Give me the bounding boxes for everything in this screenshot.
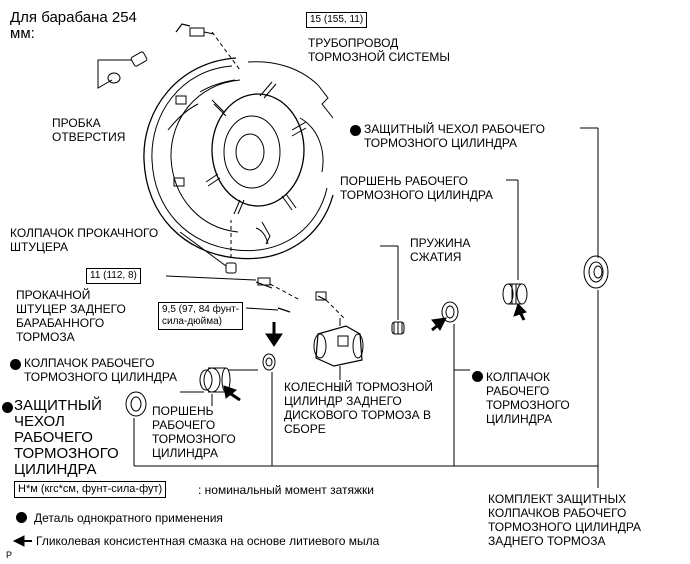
left-parts bbox=[125, 322, 283, 417]
torque-pipe: 15 (155, 11) bbox=[306, 12, 368, 28]
label-cylinder-cap-right: КОЛПАЧОК РАБОЧЕГО ТОРМОЗНОГО ЦИЛИНДРА bbox=[486, 370, 570, 426]
label-hole-plug: ПРОБКА ОТВЕРСТИЯ bbox=[52, 116, 126, 144]
bleeder-parts bbox=[165, 220, 345, 319]
legend-single-use-text: Деталь однократного применения bbox=[34, 511, 223, 525]
single-use-dot-icon bbox=[350, 125, 361, 136]
label-kit: КОМПЛЕКТ ЗАЩИТНЫХ КОЛПАЧКОВ РАБОЧЕГО ТОР… bbox=[488, 492, 642, 548]
single-use-dot-icon bbox=[472, 371, 483, 382]
label-boot-left: ЗАЩИТНЫЙ ЧЕХОЛ РАБОЧЕГО ТОРМОЗНОГО ЦИЛИН… bbox=[14, 397, 119, 478]
right-parts bbox=[391, 255, 609, 335]
backing-plate bbox=[143, 57, 334, 260]
legend-torque-text: : номинальный момент затяжки bbox=[198, 483, 374, 497]
torque-bleeder: 11 (112, 8) bbox=[86, 268, 141, 284]
label-bleeder-cap: КОЛПАЧОК ПРОКАЧНОГО ШТУЦЕРА bbox=[10, 226, 159, 254]
leader-lines bbox=[133, 127, 599, 488]
label-bleeder-plug: ПРОКАЧНОЙ ШТУЦЕР ЗАДНЕГО БАРАБАННОГО ТОР… bbox=[16, 288, 126, 344]
label-brake-pipe: ТРУБОПРОВОД ТОРМОЗНОЙ СИСТЕМЫ bbox=[308, 36, 451, 64]
legend-single-use-dot-icon bbox=[16, 512, 27, 523]
legend-grease-text: Гликолевая консистентная смазка на основ… bbox=[36, 534, 380, 548]
label-cylinder-cap-left: КОЛПАЧОК РАБОЧЕГО ТОРМОЗНОГО ЦИЛИНДРА bbox=[24, 356, 178, 384]
hole-plug bbox=[97, 51, 148, 89]
label-piston-right: ПОРШЕНЬ РАБОЧЕГО ТОРМОЗНОГО ЦИЛИНДРА bbox=[340, 174, 494, 202]
drum-size-heading: Для барабана 254 мм: bbox=[10, 9, 137, 42]
corner-mark: P bbox=[6, 550, 13, 560]
single-use-dot-icon bbox=[2, 402, 13, 413]
label-piston-left: ПОРШЕНЬ РАБОЧЕГО ТОРМОЗНОГО ЦИЛИНДРА bbox=[152, 404, 236, 460]
brake-pipe bbox=[175, 23, 241, 71]
label-spring: ПРУЖИНА СЖАТИЯ bbox=[410, 236, 471, 264]
single-use-dot-icon bbox=[10, 359, 21, 370]
torque-cylinder: 9,5 (97, 84 фунт- сила-дюйма) bbox=[158, 302, 244, 330]
label-wheel-cylinder: КОЛЕСНЫЙ ТОРМОЗНОЙ ЦИЛИНДР ЗАДНЕГО ДИСКО… bbox=[284, 380, 434, 436]
wheel-cylinder bbox=[313, 318, 364, 380]
legend-torque-box: Н*м (кгс*см, фунт-сила-фут) bbox=[14, 481, 167, 498]
label-boot-right: ЗАЩИТНЫЙ ЧЕХОЛ РАБОЧЕГО ТОРМОЗНОГО ЦИЛИН… bbox=[364, 122, 545, 150]
